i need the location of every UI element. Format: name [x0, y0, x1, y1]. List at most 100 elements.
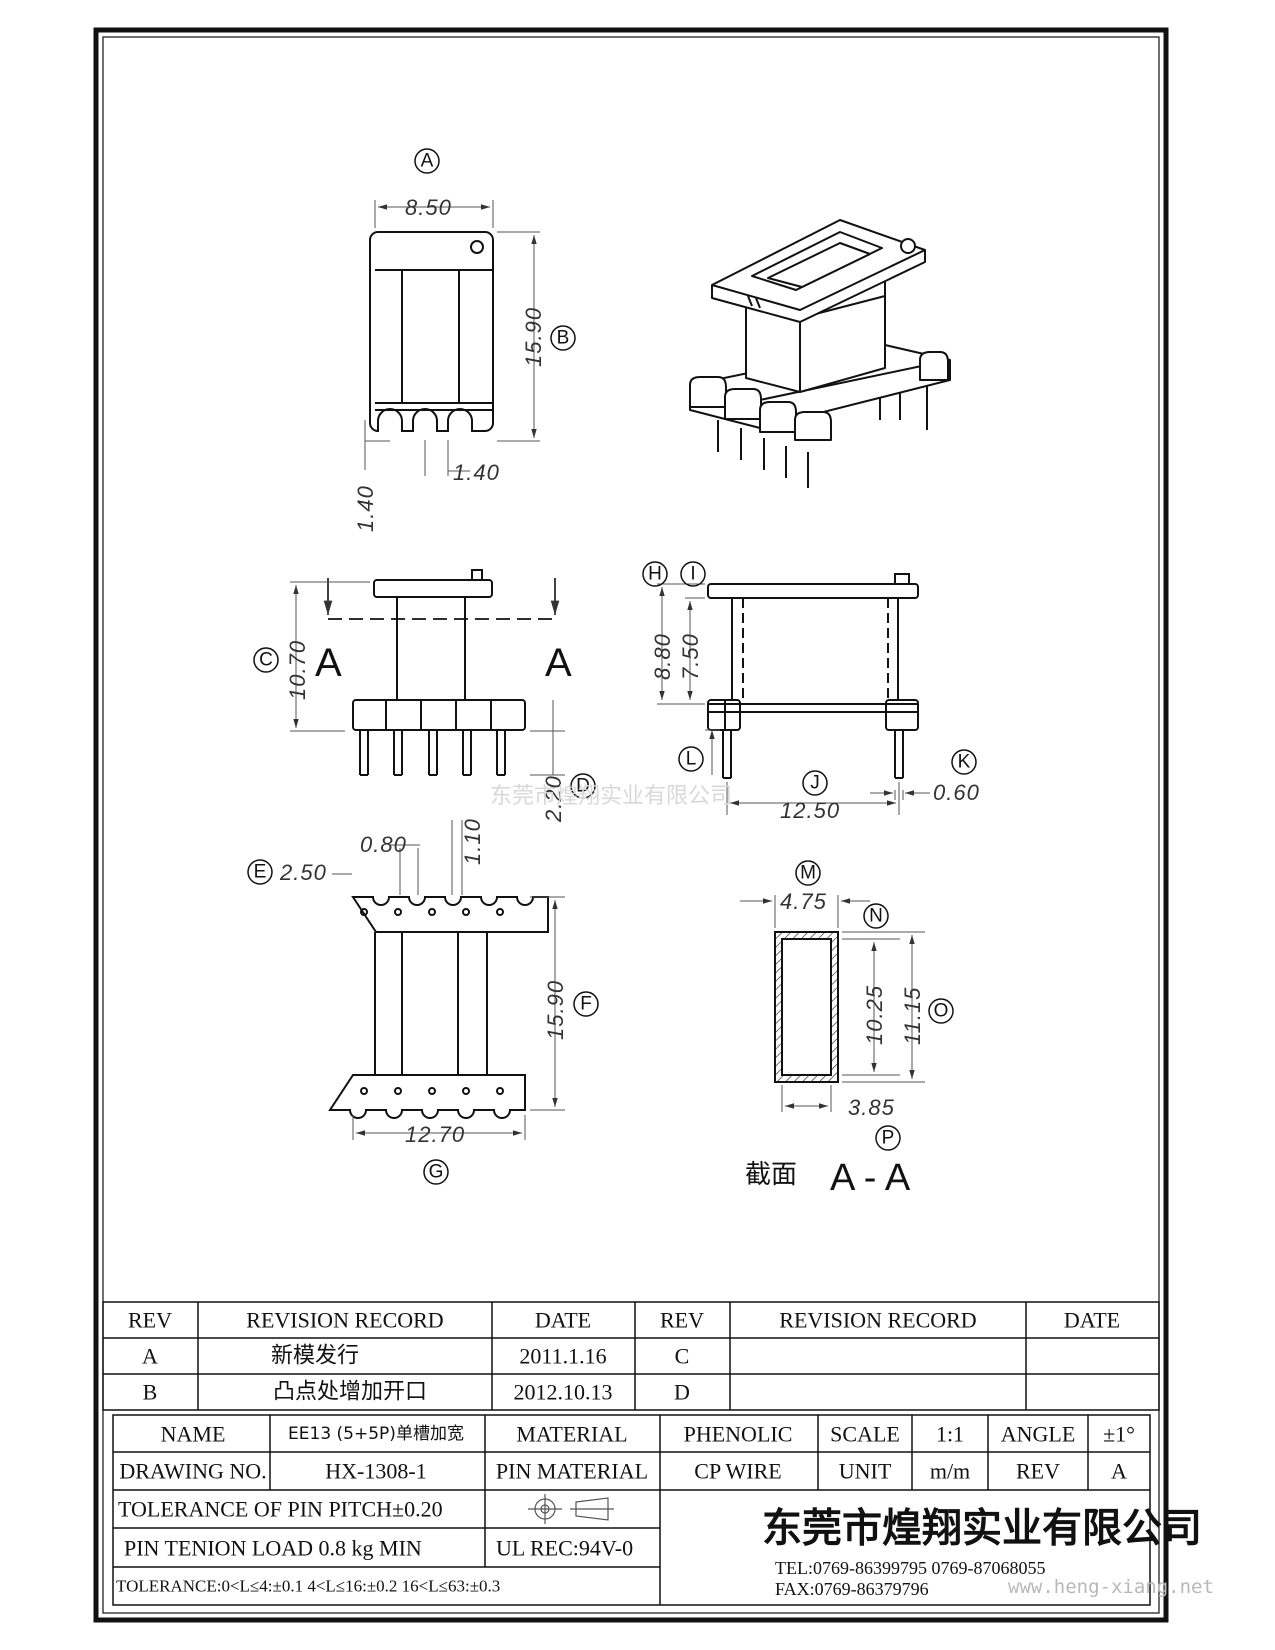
tb-angle-value: ±1°	[1103, 1422, 1135, 1447]
tb-material-label: MATERIAL	[516, 1422, 627, 1447]
sheet-inner-border	[102, 36, 1160, 1614]
rev-cell: 新模发行	[271, 1344, 359, 1369]
label-p: P	[882, 1128, 895, 1149]
rev-header-date-1: DATE	[535, 1308, 591, 1333]
tb-name-label: NAME	[161, 1422, 226, 1447]
tb-company: 东莞市煌翔实业有限公司	[762, 1505, 1202, 1552]
rev-header-date-2: DATE	[1064, 1308, 1120, 1333]
revision-table	[102, 1301, 1160, 1411]
label-circle-k	[951, 749, 977, 775]
tb-material-value: PHENOLIC	[684, 1422, 793, 1447]
tb-name-value: EE13 (5+5P)单槽加宽	[288, 1424, 464, 1444]
label-circle-d	[570, 773, 596, 799]
dim-top-length: 15.90	[521, 307, 546, 367]
section-view	[740, 895, 925, 1112]
tb-angle-label: ANGLE	[1001, 1422, 1076, 1447]
rev-header-record-2: REVISION RECORD	[779, 1308, 976, 1333]
label-circle-o	[928, 998, 954, 1024]
label-h: H	[648, 564, 662, 585]
label-circle-a	[414, 148, 440, 174]
label-j: J	[810, 773, 820, 794]
label-m: M	[800, 863, 816, 884]
label-f: F	[580, 994, 592, 1015]
dim-top-width: 8.50	[405, 195, 452, 220]
dim-top-slot-depth: 1.40	[353, 485, 378, 532]
label-k: K	[958, 752, 971, 773]
tb-tol-pitch: TOLERANCE OF PIN PITCH±0.20	[118, 1497, 443, 1522]
label-l: L	[686, 749, 697, 770]
dim-section-o: 11.15	[900, 987, 925, 1045]
dim-bottom-length: 15.90	[543, 980, 568, 1040]
dim-front-height: 10.70	[285, 640, 310, 700]
label-circle-p	[875, 1125, 901, 1151]
label-b: B	[557, 328, 570, 349]
label-circle-j	[802, 770, 828, 796]
label-circle-g	[423, 1159, 449, 1185]
isometric-view	[689, 219, 951, 488]
tb-scale-label: SCALE	[830, 1422, 900, 1447]
tb-fax: FAX:0769-86379796	[775, 1579, 929, 1599]
tb-ul: UL REC:94V-0	[496, 1536, 633, 1561]
label-d: D	[576, 776, 590, 797]
label-circle-e	[247, 859, 273, 885]
label-circle-f	[573, 991, 599, 1017]
tb-pin-material-label: PIN MATERIAL	[496, 1459, 648, 1484]
tb-drawing-no-label: DRAWING NO.	[119, 1459, 266, 1484]
label-i: I	[690, 564, 695, 585]
section-title-aa: A - A	[830, 1157, 911, 1199]
dim-section-p: 3.85	[848, 1095, 895, 1120]
label-circle-h	[642, 561, 668, 587]
label-circle-n	[863, 903, 889, 929]
dim-side-i: 7.50	[678, 633, 703, 680]
dim-section-n: 10.25	[862, 985, 887, 1045]
tb-unit-label: UNIT	[839, 1459, 892, 1484]
label-circle-m	[795, 860, 821, 886]
tb-pin-material-value: CP WIRE	[694, 1459, 781, 1484]
rev-header-rev-1: REV	[128, 1308, 172, 1333]
tb-tel: TEL:0769-86399795 0769-87068055	[775, 1558, 1045, 1578]
dim-bottom-width: 12.70	[405, 1122, 465, 1147]
rev-cell: C	[675, 1344, 690, 1369]
tb-scale-value: 1:1	[936, 1422, 964, 1447]
bottom-view	[328, 820, 565, 1140]
title-block	[112, 1414, 1151, 1606]
label-e: E	[254, 862, 267, 883]
dim-section-m: 4.75	[780, 889, 827, 914]
tb-unit-value: m/m	[930, 1459, 970, 1484]
rev-cell: A	[142, 1344, 158, 1369]
dim-side-j: 12.50	[780, 798, 840, 823]
sheet-border	[93, 27, 1169, 1623]
dim-bottom-e: 2.50	[279, 860, 327, 885]
rev-cell: 凸点处增加开口	[273, 1380, 427, 1405]
dim-side-h: 8.80	[650, 633, 675, 680]
label-c: C	[259, 650, 273, 671]
dim-front-pin: 2.20	[541, 775, 566, 823]
label-g: G	[429, 1162, 444, 1183]
top-view	[364, 148, 540, 476]
label-o: O	[934, 1001, 949, 1022]
website: www.heng-xiang.net	[1008, 1576, 1214, 1598]
label-circle-i	[680, 561, 706, 587]
tb-pin-tension: PIN TENION LOAD 0.8 kg MIN	[124, 1536, 422, 1561]
section-cut-right: A	[545, 641, 572, 685]
section-cut-left: A	[315, 641, 342, 685]
tb-rev-label: REV	[1016, 1459, 1060, 1484]
dim-bottom-pitch: 0.80	[360, 832, 407, 857]
tb-rev-value: A	[1111, 1459, 1127, 1484]
rev-header-record-1: REVISION RECORD	[246, 1308, 443, 1333]
label-a: A	[421, 151, 434, 172]
rev-cell: 2012.10.13	[514, 1380, 613, 1405]
section-title: 截面	[745, 1160, 797, 1190]
dim-bottom-pin-d: 1.10	[460, 818, 485, 865]
tb-tolerance: TOLERANCE:0<L≤4:±0.1 4<L≤16:±0.2 16<L≤63…	[116, 1577, 500, 1596]
label-n: N	[869, 906, 883, 927]
projection-symbol	[528, 1494, 614, 1524]
dim-side-k: 0.60	[933, 780, 980, 805]
side-view	[657, 573, 930, 815]
tb-drawing-no-value: HX-1308-1	[325, 1459, 426, 1484]
label-circle-l	[678, 746, 704, 772]
rev-header-rev-2: REV	[660, 1308, 704, 1333]
dim-top-slot: 1.40	[453, 460, 500, 485]
rev-cell: 2011.1.16	[519, 1344, 606, 1369]
